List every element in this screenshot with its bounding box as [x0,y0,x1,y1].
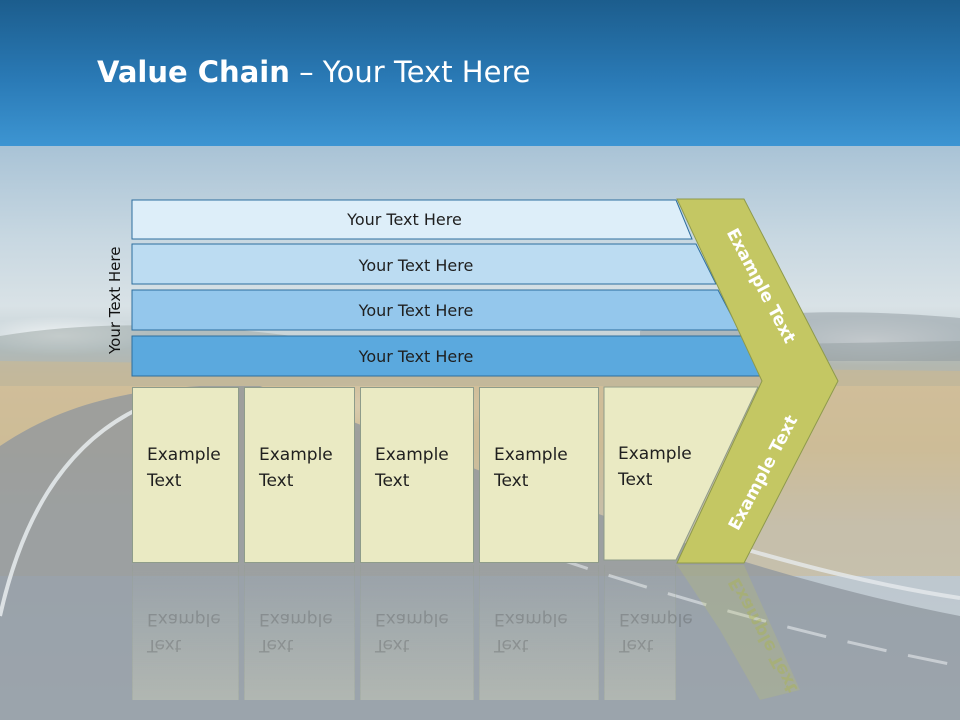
row-1[interactable]: Your Text Here [132,200,677,238]
chevron-reflection [677,565,800,700]
column-5-line2: Text [618,470,653,490]
row-4[interactable]: Your Text Here [132,337,700,375]
column-3-line1: Example [375,445,449,465]
column-5-reflection: Text Example [604,565,693,700]
column-2-reflection-line1: Example [259,609,333,629]
column-4-line2: Text [494,471,529,491]
slide-title[interactable]: Value Chain – Your Text Here [97,55,531,95]
column-2-reflection-line2: Text [259,635,294,655]
column-4-reflection: Text Example [479,565,599,700]
column-4-reflection-line1: Example [494,609,568,629]
row-shape-2 [131,243,717,285]
row-2-label: Your Text Here [358,255,474,275]
column-1-line2: Text [147,471,182,491]
row-2[interactable]: Your Text Here [132,246,700,284]
column-1-reflection-line1: Example [147,609,221,629]
column-4[interactable]: Example Text [479,387,599,563]
column-3-reflection-line1: Example [375,609,449,629]
title-bold: Value Chain [97,55,290,89]
column-3-reflection-line2: Text [375,635,410,655]
column-5-reflection-line1: Example [619,609,693,629]
column-2-line2: Text [259,471,294,491]
column-1-reflection: Text Example [132,565,239,700]
title-rest: – Your Text Here [289,55,531,89]
slide-header: Value Chain – Your Text Here [0,0,960,146]
column-shape-5 [603,386,759,561]
column-1[interactable]: Example Text [132,387,239,563]
column-2-reflection: Text Example [244,565,355,700]
column-4-reflection-line2: Text [494,635,529,655]
row-3[interactable]: Your Text Here [132,291,700,329]
column-1-reflection-line2: Text [147,635,182,655]
row-1-label: Your Text Here [347,209,462,229]
column-5-line1: Example [618,444,692,464]
column-1-line1: Example [147,445,221,465]
column-5[interactable]: Example Text [604,387,704,563]
row-4-label: Your Text Here [358,346,474,366]
column-5-reflection-line2: Text [619,635,654,655]
column-2-line1: Example [259,445,333,465]
column-3-line2: Text [375,471,410,491]
column-3-reflection: Text Example [360,565,474,700]
side-vertical-label[interactable]: Your Text Here [106,246,124,354]
column-4-line1: Example [494,445,568,465]
chevron-shape [676,198,839,564]
column-2[interactable]: Example Text [244,387,355,563]
row-3-label: Your Text Here [358,300,474,320]
row-shape-1 [131,199,693,240]
column-3[interactable]: Example Text [360,387,474,563]
